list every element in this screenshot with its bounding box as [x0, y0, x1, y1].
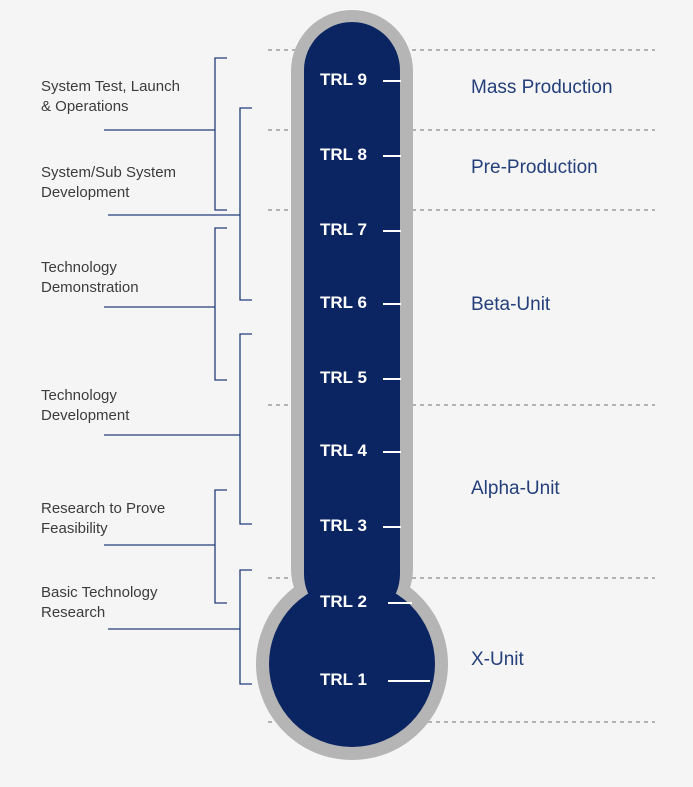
bracket-research-feasibility [214, 489, 227, 604]
phase-system-development-label: System/Sub System Development [41, 163, 176, 203]
trl-5-label: TRL 5 [320, 368, 367, 387]
phase-label-line: Technology [41, 387, 117, 404]
trl-3-label: TRL 3 [320, 516, 367, 535]
trl-2-label: TRL 2 [320, 592, 367, 611]
stage-beta-unit-label: Beta-Unit [471, 294, 551, 315]
phase-label-line: & Operations [41, 98, 129, 115]
phase-label-line: Technology [41, 259, 117, 276]
phase-label-line: Basic Technology [41, 584, 158, 601]
trl-4-label: TRL 4 [320, 441, 367, 460]
bracket-system-development [239, 107, 252, 301]
bracket-technology-development [239, 333, 252, 525]
phase-label-line: Development [41, 184, 130, 201]
stage-mass-production-label: Mass Production [471, 77, 613, 98]
phase-system-test-label: System Test, Launch & Operations [41, 77, 180, 117]
phase-basic-research-label: Basic Technology Research [41, 583, 157, 623]
phase-label-line: Development [41, 407, 130, 424]
phase-research-feasibility-label: Research to Prove Feasibility [41, 499, 165, 539]
trl-6-label: TRL 6 [320, 293, 367, 312]
phase-label-line: Demonstration [41, 279, 139, 296]
phase-label-line: Research to Prove [41, 500, 166, 517]
phase-technology-development-label: Technology Development [41, 386, 129, 426]
bracket-system-test [214, 57, 227, 211]
trl-ticks [383, 80, 430, 682]
stage-pre-production-label: Pre-Production [471, 157, 598, 178]
trl-9-label: TRL 9 [320, 70, 367, 89]
phase-label-line: Feasibility [41, 520, 108, 537]
phase-technology-demonstration-label: Technology Demonstration [41, 258, 139, 298]
trl-7-label: TRL 7 [320, 220, 367, 239]
phase-brackets [104, 57, 252, 685]
thermometer-fill [269, 22, 435, 747]
bracket-basic-research [239, 569, 252, 685]
bracket-technology-demonstration [214, 227, 227, 381]
trl-8-label: TRL 8 [320, 145, 367, 164]
trl-1-label: TRL 1 [320, 670, 367, 689]
phase-label-line: Research [41, 604, 106, 621]
phase-label-line: System Test, Launch [41, 78, 180, 95]
stage-alpha-unit-label: Alpha-Unit [471, 478, 560, 499]
phase-label-line: System/Sub System [41, 164, 177, 181]
stage-x-unit-label: X-Unit [471, 649, 524, 670]
